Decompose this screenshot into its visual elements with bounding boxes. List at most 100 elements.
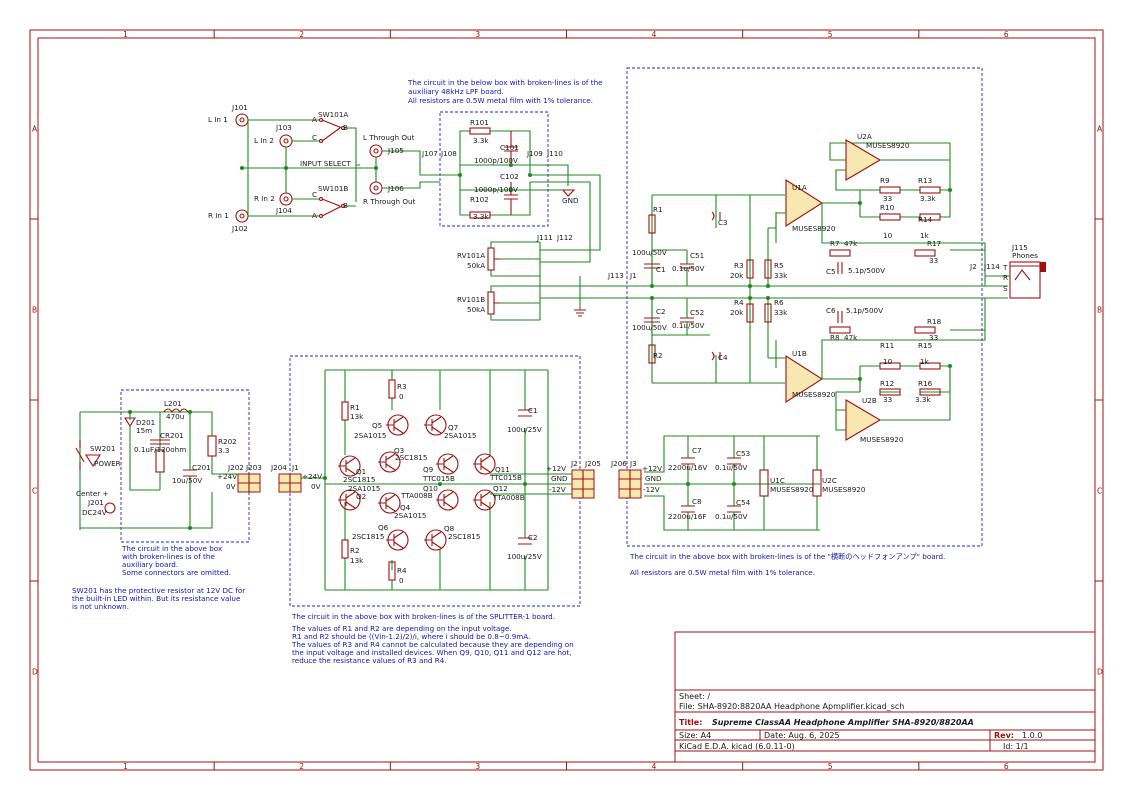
- label-r102: R102: [470, 195, 489, 204]
- label-sp-gnd: GND: [551, 474, 568, 483]
- label-c6: C6: [826, 306, 836, 315]
- frame-col-3: 3: [475, 30, 480, 39]
- note-sw201-2: the built-in LED within. But its resista…: [72, 594, 241, 603]
- label-d201v: 15m: [136, 426, 152, 435]
- label-q1v: 2SC1815: [343, 475, 375, 484]
- label-q4v: 2SA1015: [394, 511, 426, 520]
- label-j3: J3: [629, 459, 637, 468]
- label-j201: J201: [87, 498, 104, 507]
- label-r15v: 1k: [920, 357, 930, 366]
- label-u1c-part: MUSES8920: [770, 485, 814, 494]
- label-j1: J1: [629, 271, 637, 280]
- label-l-in2: L In 2: [254, 136, 274, 145]
- label-c102v: 1000p/100V: [474, 185, 518, 194]
- label-v0b: 0V: [311, 482, 321, 491]
- tb-size: Size: A4: [679, 731, 711, 740]
- label-r4v: 20k: [730, 308, 744, 317]
- label-gnd: GND: [562, 196, 579, 205]
- label-sr3v: 0: [399, 392, 404, 401]
- label-j106: J106: [387, 184, 404, 193]
- note-amp-res: All resistors are 0.5W metal film with 1…: [630, 568, 815, 577]
- label-gnd2: GND: [645, 474, 662, 483]
- label-l201: L201: [164, 399, 182, 408]
- label-c6v: 5.1p/500V: [846, 306, 883, 315]
- label-c4: C4: [718, 353, 728, 362]
- label-j103: J103: [275, 123, 292, 132]
- label-q6v: 2SC1815: [352, 532, 384, 541]
- label-r-in2: R In 2: [254, 194, 275, 203]
- transistor-q12: [473, 489, 496, 511]
- label-c51: C51: [690, 251, 704, 260]
- label-q3v: 2SC1815: [395, 453, 427, 462]
- note-splitter-5: reduce the resistance values of R3 and R…: [292, 656, 447, 665]
- note-sw201-1: SW201 has the protective resistor at 12V…: [72, 586, 245, 595]
- label-r8: R8: [830, 333, 840, 342]
- label-r9v: 33: [883, 194, 892, 203]
- frame-col-6: 6: [1004, 30, 1009, 39]
- label-u2b: U2B: [862, 396, 877, 405]
- label-p12: +12V: [642, 464, 662, 473]
- power-connectors: [237, 469, 642, 499]
- label-c51v: 0.1u/50V: [672, 264, 705, 273]
- label-j2: J2: [969, 262, 977, 271]
- label-q7: Q7: [448, 423, 458, 432]
- label-sc2v: 100u/25V: [507, 552, 542, 561]
- label-v0: 0V: [226, 482, 236, 491]
- note-lpf-2: auxiliary 48kHz LPF board.: [408, 87, 504, 96]
- input-section: [235, 113, 440, 223]
- label-c2v: 100u/50V: [632, 323, 667, 332]
- tb-title-key: Title:: [679, 718, 702, 727]
- label-r10: R10: [880, 203, 895, 212]
- label-r16: R16: [918, 379, 933, 388]
- tb-tool: KiCad E.D.A. kicad (6.0.11-0): [679, 742, 795, 751]
- label-r18: R18: [927, 317, 942, 326]
- label-phones: Phones: [1012, 251, 1038, 260]
- label-sw201: SW201: [90, 444, 115, 453]
- note-splitter-2: R1 and R2 should be ((Vin-1.2)/2)/i, whe…: [292, 632, 530, 641]
- aux-power-section: [75, 408, 238, 530]
- label-q12v: TTA008B: [492, 493, 525, 502]
- tb-id: Id: 1/1: [1003, 742, 1029, 751]
- label-r101: R101: [470, 118, 489, 127]
- label-j113: J113: [607, 271, 624, 280]
- note-splitter-3: The values of R3 and R4 cannot be calcul…: [291, 640, 574, 649]
- label-r18v: 33: [929, 333, 938, 342]
- label-dc24: DC24V: [82, 508, 107, 517]
- label-c1a: C1: [656, 265, 666, 274]
- label-c201v: 10u/50V: [172, 476, 202, 485]
- label-m12: -12V: [643, 485, 660, 494]
- note-sw201-3: is not unknown.: [72, 602, 129, 611]
- note-amp-box: The circuit in the above box with broken…: [629, 552, 945, 561]
- label-power: POWER: [94, 459, 121, 468]
- lpf-section: [440, 127, 601, 263]
- label-r3: R3: [734, 261, 744, 270]
- label-r-in1: R In 1: [208, 211, 229, 220]
- label-p24b: +24V: [302, 472, 322, 481]
- title-block: [674, 631, 1096, 763]
- label-sc1: C1: [528, 406, 538, 415]
- frame-row-B: B: [1097, 306, 1102, 315]
- label-sr2v: 13k: [350, 556, 364, 565]
- label-j101: J101: [231, 103, 248, 112]
- frame-col-5: 5: [828, 762, 833, 771]
- label-r101v: 3.3k: [473, 136, 489, 145]
- label-center: Center +: [76, 489, 109, 498]
- label-rv101b: RV101B: [457, 295, 485, 304]
- label-j110: J110: [546, 149, 563, 158]
- label-c201: C201: [192, 463, 211, 472]
- label-r202v: 3.3: [218, 446, 229, 455]
- label-r13v: 3.3k: [920, 194, 936, 203]
- label-rv101a-v: 50kA: [467, 261, 485, 270]
- label-sj1: J1: [291, 463, 299, 472]
- note-aux-3: auxiliary board.: [122, 560, 178, 569]
- frame-col-5: 5: [828, 30, 833, 39]
- label-l-in1: L In 1: [208, 115, 228, 124]
- tb-file: File: SHA-8920:8820AA Headphone Apmplifi…: [679, 702, 904, 711]
- tb-rev-key: Rev:: [994, 731, 1014, 740]
- note-splitter-title: The circuit in the above box with broken…: [291, 612, 555, 621]
- label-q9v: TTC015B: [422, 474, 455, 483]
- frame-col-2: 2: [299, 30, 304, 39]
- frame-row-C: C: [32, 487, 37, 496]
